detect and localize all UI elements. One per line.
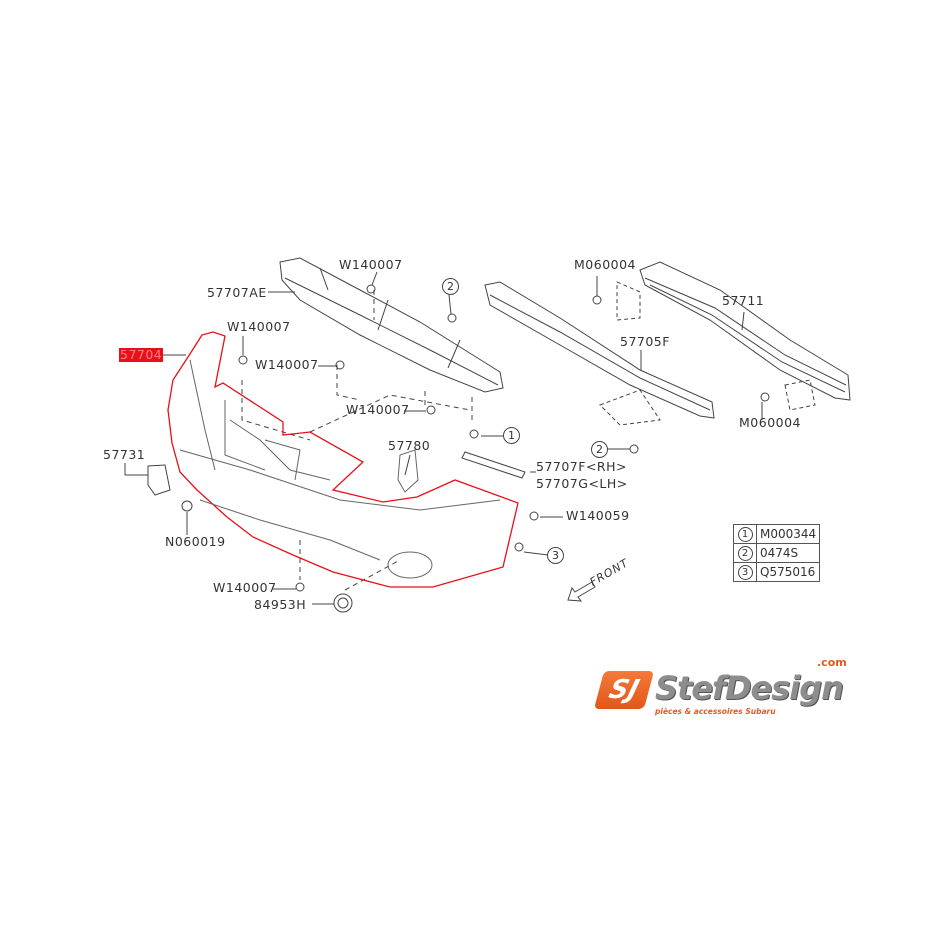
label-n060019[interactable]: N060019 — [165, 534, 226, 549]
label-57780[interactable]: 57780 — [388, 438, 431, 453]
logo-tagline: pièces & accessoires Subaru — [655, 707, 776, 716]
legend-part[interactable]: 0474S — [755, 543, 821, 563]
bumper-57704 — [167, 331, 519, 588]
legend-part[interactable]: M000344 — [755, 524, 821, 544]
leader-lines — [124, 271, 763, 605]
beam-57711 — [616, 261, 851, 411]
label-w140007[interactable]: W140007 — [339, 257, 403, 272]
label-w140007[interactable]: W140007 — [227, 319, 291, 334]
label-57707g-lh[interactable]: 57707G<LH> — [536, 476, 628, 491]
beam-57707ae — [279, 257, 504, 393]
stefdesign-logo: SJ StefDesign .com pièces & accessoires … — [593, 656, 860, 719]
part-57731-shape — [147, 464, 171, 496]
label-57705f[interactable]: 57705F — [620, 334, 670, 349]
label-m060004[interactable]: M060004 — [574, 257, 637, 272]
logo-name: StefDesign — [655, 669, 844, 707]
logo-mark: SJ — [593, 671, 655, 709]
label-w140007[interactable]: W140007 — [213, 580, 277, 595]
front-arrow-icon — [567, 581, 596, 602]
legend-number: 1 — [737, 527, 753, 542]
callout-3: 3 — [547, 547, 564, 564]
callout-2: 2 — [591, 441, 608, 458]
label-w140059[interactable]: W140059 — [566, 508, 630, 523]
label-57711[interactable]: 57711 — [722, 293, 765, 308]
label-57704-highlighted[interactable]: 57704 — [119, 347, 164, 362]
legend-number: 2 — [737, 546, 753, 561]
assembly-guides — [241, 290, 473, 591]
label-m060004[interactable]: M060004 — [739, 415, 802, 430]
legend-number: 3 — [737, 565, 753, 580]
label-w140007[interactable]: W140007 — [346, 402, 410, 417]
logo-domain: .com — [817, 656, 847, 669]
label-57707ae[interactable]: 57707AE — [207, 285, 267, 300]
label-57707f-rh[interactable]: 57707F<RH> — [536, 459, 627, 474]
callout-1: 1 — [503, 427, 520, 444]
callout-2: 2 — [442, 278, 459, 295]
label-57731[interactable]: 57731 — [103, 447, 146, 462]
small-parts — [147, 284, 770, 613]
label-w140007[interactable]: W140007 — [255, 357, 319, 372]
beam-57705f — [484, 281, 715, 426]
label-84953h[interactable]: 84953H — [254, 597, 307, 612]
legend-part[interactable]: Q575016 — [755, 562, 821, 582]
